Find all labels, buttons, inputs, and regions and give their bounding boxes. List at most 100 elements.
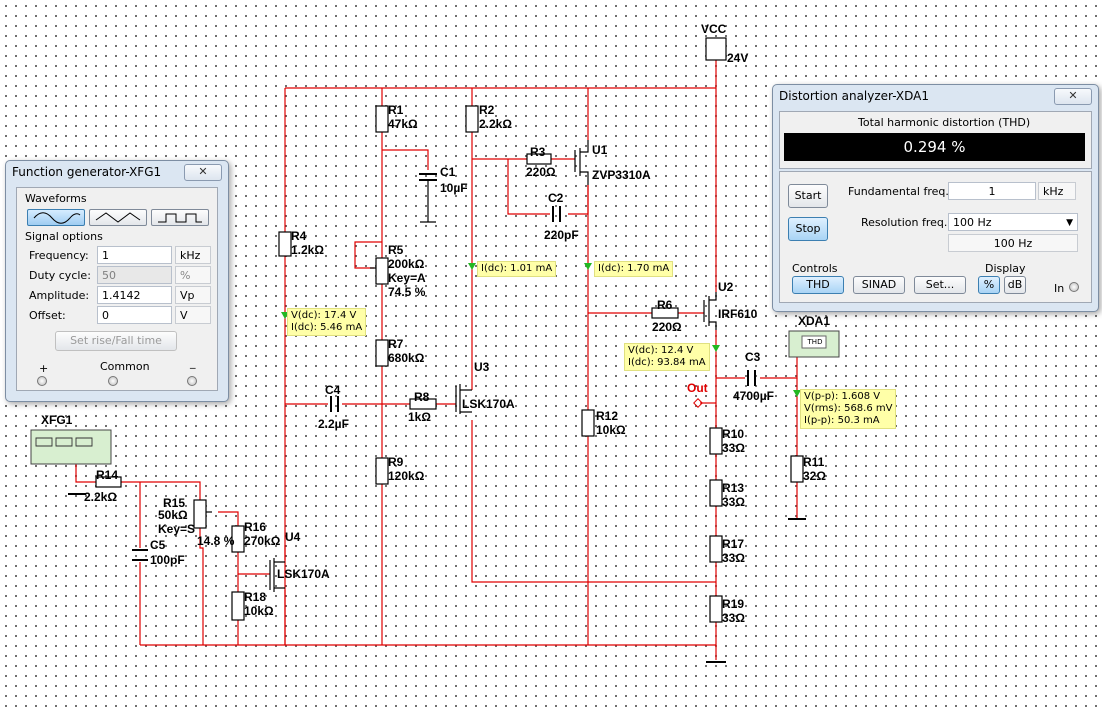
r17-name: R17 — [722, 537, 745, 551]
r13-value: 33Ω — [722, 495, 745, 509]
fundamental-freq-unit[interactable]: kHz — [1038, 182, 1076, 200]
r6-name: R6 — [657, 298, 673, 312]
sine-wave-icon — [33, 212, 81, 224]
offset-input[interactable]: 0 — [97, 306, 172, 324]
fg-close-button[interactable]: ✕ — [184, 164, 222, 181]
offset-unit[interactable]: V — [175, 306, 211, 324]
c1-value: 10µF — [440, 181, 468, 195]
thd-heading: Total harmonic distortion (THD) — [858, 116, 1031, 129]
u4-symbol — [269, 558, 285, 592]
frequency-label: Frequency: — [29, 249, 89, 262]
u2-value: IRF610 — [718, 307, 758, 321]
r19-body — [709, 595, 723, 623]
r11-value: 32Ω — [803, 469, 826, 483]
duty-cycle-input: 50 — [97, 266, 172, 284]
triangle-wave-icon — [95, 212, 141, 223]
u3-name: U3 — [474, 360, 490, 374]
out-label: Out — [687, 381, 708, 395]
triangle-wave-button[interactable] — [89, 209, 147, 226]
c3-value: 4700µF — [733, 389, 774, 403]
r5-name: R5 — [388, 243, 404, 257]
r17-body — [709, 535, 723, 563]
common-terminal-label: Common — [100, 360, 150, 373]
db-button[interactable]: dB — [1004, 276, 1026, 294]
r9-value: 120kΩ — [388, 469, 425, 483]
frequency-input[interactable]: 1 — [97, 246, 172, 264]
in-terminal[interactable] — [1069, 282, 1079, 292]
fundamental-freq-input[interactable]: 1 — [948, 182, 1036, 200]
r5-body — [375, 257, 389, 285]
ground-symbols — [68, 493, 806, 663]
resolution-freq-select[interactable]: 100 Hz ▼ — [948, 213, 1078, 231]
start-button[interactable]: Start — [788, 184, 828, 208]
r19-name: R19 — [722, 597, 745, 611]
r19-value: 33Ω — [722, 611, 745, 625]
frequency-unit[interactable]: kHz — [175, 246, 211, 264]
stop-button[interactable]: Stop — [788, 217, 828, 241]
vcc-name: VCC — [701, 22, 727, 36]
duty-cycle-unit: % — [175, 266, 211, 284]
capacitor-plates — [132, 173, 756, 561]
r7-name: R7 — [388, 337, 404, 351]
thd-button[interactable]: THD — [792, 276, 844, 294]
sine-wave-button[interactable] — [27, 209, 85, 226]
r11-name: R11 — [803, 455, 825, 469]
vcc-value: 24V — [727, 51, 749, 65]
amplitude-input[interactable]: 1.4142 — [97, 286, 172, 304]
minus-terminal[interactable] — [187, 376, 197, 386]
u3-value: LSK170A — [462, 397, 515, 411]
fg-panel: Waveforms Signal options Frequency: 1 kH… — [16, 187, 218, 391]
u1-symbol — [574, 140, 589, 185]
r14-body — [95, 476, 122, 488]
r5-key: Key=A — [388, 271, 426, 285]
r13-name: R13 — [722, 481, 745, 495]
u3-symbol — [455, 384, 472, 414]
function-generator-window[interactable]: Function generator-XFG1 ✕ Waveforms Sign… — [5, 160, 229, 402]
r3-body — [526, 153, 552, 165]
c5-value: 100pF — [150, 553, 185, 567]
r1-value: 47kΩ — [388, 117, 418, 131]
transistor-symbols — [269, 140, 717, 592]
r9-name: R9 — [388, 455, 404, 469]
amplitude-unit[interactable]: Vp — [175, 286, 211, 304]
r16-name: R16 — [244, 520, 267, 534]
resistor-bodies — [95, 105, 804, 623]
r14-name: R14 — [96, 468, 119, 482]
r12-value: 10kΩ — [596, 423, 626, 437]
r5-setting: 74.5 % — [388, 285, 426, 299]
c3-plates — [747, 370, 756, 386]
r16-body — [231, 525, 245, 553]
r3-name: R3 — [530, 145, 546, 159]
probe-u1: I(dc): 1.70 mA — [594, 261, 674, 277]
r1-body — [375, 105, 389, 133]
xfg1-label: XFG1 — [41, 413, 73, 427]
thd-display: 0.294 % — [784, 133, 1085, 161]
c4-plates — [330, 396, 339, 412]
percent-button[interactable]: % — [978, 276, 1000, 294]
plus-terminal[interactable] — [37, 376, 47, 386]
chevron-down-icon: ▼ — [1066, 218, 1073, 228]
u4-name: U4 — [285, 530, 301, 544]
resolution-freq-value: 100 Hz — [953, 216, 992, 229]
da-close-button[interactable]: ✕ — [1054, 88, 1092, 105]
c3-name: C3 — [745, 350, 761, 364]
r4-body — [278, 231, 292, 257]
xfg1-icon[interactable] — [30, 429, 112, 465]
duty-cycle-label: Duty cycle: — [29, 269, 91, 282]
c2-value: 220pF — [544, 228, 579, 242]
set-button[interactable]: Set... — [914, 276, 966, 294]
sinad-button[interactable]: SINAD — [853, 276, 905, 294]
common-terminal[interactable] — [108, 376, 118, 386]
minus-terminal-label: _ — [190, 356, 196, 369]
square-wave-button[interactable] — [151, 209, 209, 226]
offset-label: Offset: — [29, 309, 66, 322]
r2-value: 2.2kΩ — [479, 117, 512, 131]
r4-value: 1.2kΩ — [291, 243, 324, 257]
r18-value: 10kΩ — [244, 604, 274, 618]
controls-label: Controls — [792, 262, 838, 275]
r18-name: R18 — [244, 590, 267, 604]
distortion-analyzer-window[interactable]: Distortion analyzer-XDA1 ✕ Total harmoni… — [772, 84, 1099, 312]
